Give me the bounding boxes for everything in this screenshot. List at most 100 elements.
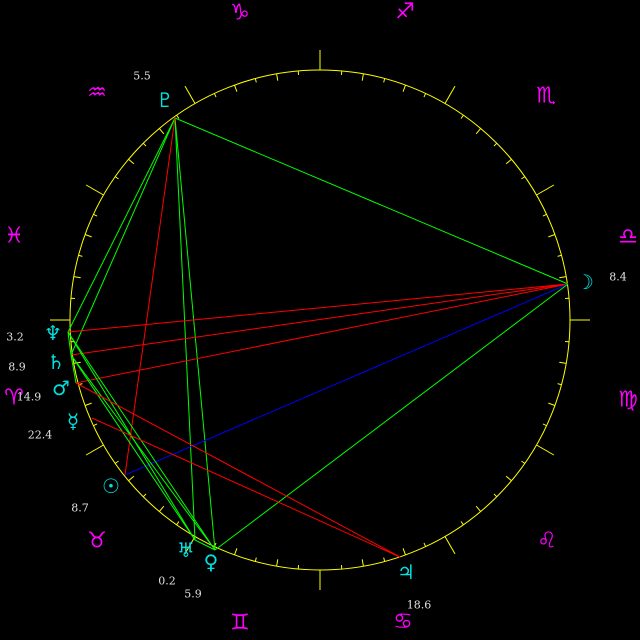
degree-tick <box>460 114 464 119</box>
sign-virgo: ♍︎ <box>618 387 638 413</box>
aspect-line-pluto-saturn <box>70 117 176 356</box>
degree-tick <box>142 142 147 147</box>
planet-uranus-icon: ♅︎ <box>177 538 195 562</box>
degree-saturn: 8.9 <box>8 360 26 374</box>
degree-venus: 5.9 <box>184 587 202 601</box>
sign-scorpio: ♏︎ <box>536 83 556 109</box>
degree-tick <box>423 542 427 547</box>
degree-tick <box>521 460 526 464</box>
degree-tick <box>93 423 98 427</box>
degree-tick <box>402 548 406 556</box>
degree-tick <box>361 559 364 567</box>
degree-tick <box>505 475 512 482</box>
degree-tick <box>423 93 427 98</box>
degree-tick <box>158 505 165 512</box>
degree-tick <box>114 176 119 180</box>
degree-tick <box>542 423 547 427</box>
degree-tick <box>176 114 180 119</box>
degree-tick <box>254 557 257 562</box>
degree-tick <box>521 176 526 180</box>
sign-aries: ♈︎ <box>4 385 24 411</box>
degree-tick <box>383 557 386 562</box>
degree-uranus: 0.2 <box>158 574 176 588</box>
planet-neptune-icon: ♆ <box>44 321 62 345</box>
degree-tick <box>84 402 92 406</box>
degree-tick <box>213 93 217 98</box>
planet-saturn-icon: ♄︎ <box>47 350 65 374</box>
degree-sun: 8.7 <box>71 501 89 515</box>
aspect-line-pluto-sun <box>124 117 176 476</box>
sign-cusp-tick <box>444 85 456 104</box>
degree-tick <box>557 383 562 386</box>
aspect-line-uranus-venus <box>194 539 216 551</box>
degree-mercury: 22.4 <box>27 428 53 442</box>
sign-cancer: ♋︎ <box>393 609 413 635</box>
aspect-line-saturn-venus <box>70 354 216 551</box>
degree-tick <box>78 254 83 257</box>
aspect-line-saturn-uranus <box>70 354 196 541</box>
aspect-line-moon-neptune <box>67 283 569 333</box>
sign-aquarius: ♒︎ <box>87 80 107 106</box>
sign-cusp-tick <box>536 184 555 196</box>
sign-libra: ♎︎ <box>618 224 638 250</box>
degree-tick <box>542 213 547 217</box>
sign-cusp-tick <box>536 444 555 456</box>
degree-tick <box>234 548 238 556</box>
sign-gemini: ♊︎ <box>230 610 250 636</box>
aspect-line-moon-mars <box>75 283 569 384</box>
degree-tick <box>361 73 364 81</box>
degree-tick <box>176 521 180 526</box>
degree-tick <box>548 234 556 238</box>
degree-tick <box>73 276 81 279</box>
degree-tick <box>505 158 512 165</box>
sign-leo: ♌︎ <box>537 528 557 554</box>
planet-jupiter-icon: ♃︎ <box>397 560 415 584</box>
degree-pluto: 5.5 <box>133 69 151 83</box>
degree-neptune: 3.2 <box>6 330 24 344</box>
degree-jupiter: 18.6 <box>406 598 432 612</box>
aspect-line-pluto-neptune <box>67 117 176 333</box>
degree-tick <box>548 402 556 406</box>
planet-mercury-icon: ☿︎ <box>66 409 80 433</box>
aspect-line-mars-jupiter <box>75 382 401 558</box>
degree-tick <box>254 78 257 83</box>
sign-taurus: ♉︎ <box>87 528 107 554</box>
degree-tick <box>493 493 498 498</box>
sign-cusp-tick <box>85 444 104 456</box>
degree-tick <box>158 128 165 135</box>
planet-moon-icon: ☽︎ <box>576 270 594 294</box>
degree-tick <box>559 361 567 364</box>
aspect-line-neptune-venus <box>67 331 216 551</box>
aspect-line-moon-saturn <box>70 283 569 356</box>
sign-cusp-tick <box>444 536 456 555</box>
planet-pluto-icon: ♇ <box>156 88 174 112</box>
degree-tick <box>84 234 92 238</box>
degree-tick <box>559 276 567 279</box>
aspect-line-pluto-venus <box>174 117 216 551</box>
degree-tick <box>276 73 279 81</box>
aspect-line-moon-venus <box>214 283 569 551</box>
degree-tick <box>493 142 498 147</box>
sign-capricorn: ♑︎ <box>230 0 250 26</box>
planet-venus-icon: ♀︎ <box>203 550 219 574</box>
degree-tick <box>93 213 98 217</box>
degree-tick <box>402 84 406 92</box>
sign-cusp-tick <box>85 184 104 196</box>
sign-cusp-tick <box>184 536 196 555</box>
aspect-line-saturn-mars <box>70 354 77 384</box>
planet-mars-icon: ♂︎ <box>52 376 70 400</box>
degree-tick <box>475 505 482 512</box>
sign-sagittarius: ♐︎ <box>395 0 415 25</box>
sign-pisces: ♓︎ <box>4 223 24 249</box>
degree-tick <box>128 158 135 165</box>
aspect-line-pluto-moon <box>174 117 569 285</box>
degree-tick <box>234 84 238 92</box>
aspect-line-moon-sun <box>124 283 569 476</box>
degree-mars: 14.9 <box>16 390 42 404</box>
degree-moon: 8.4 <box>609 270 627 284</box>
degree-tick <box>276 559 279 567</box>
degree-tick <box>557 254 562 257</box>
degree-tick <box>142 493 147 498</box>
degree-tick <box>128 475 135 482</box>
